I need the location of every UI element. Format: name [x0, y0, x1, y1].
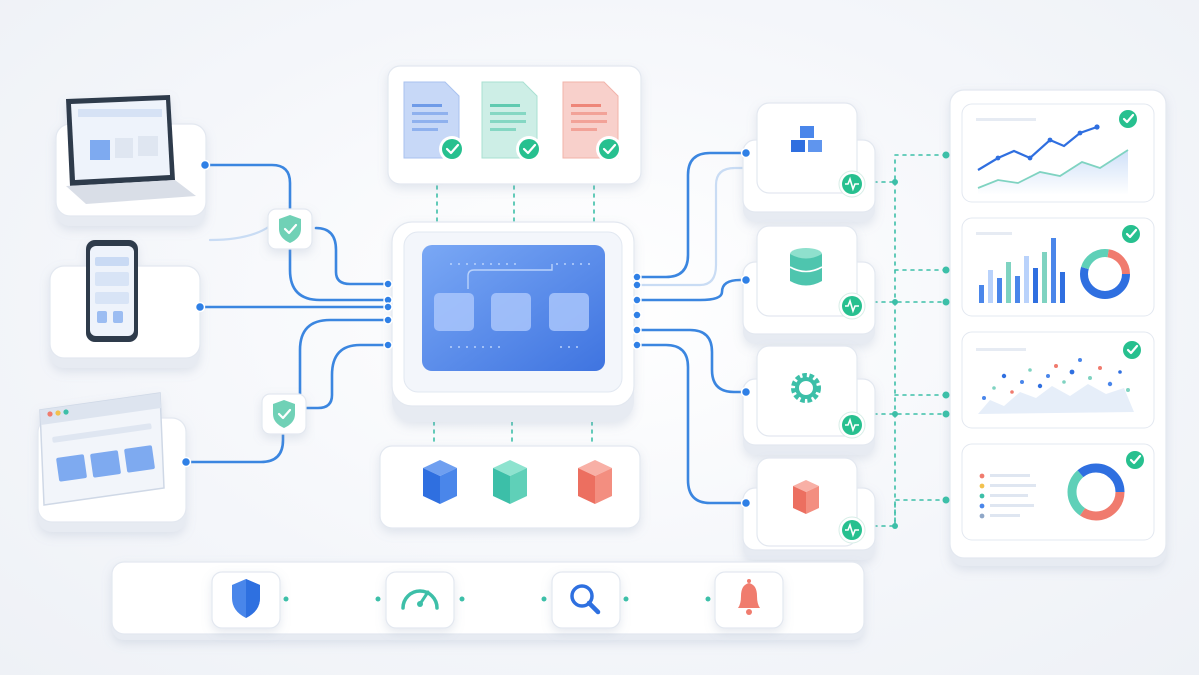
line-chart-icon: [977, 124, 1129, 195]
teal-dots: [892, 151, 950, 529]
browser-window-icon: [39, 392, 165, 506]
dashboard-bar-donut: [961, 217, 1155, 317]
shield-icon: [273, 400, 295, 428]
cube-icon: [578, 460, 612, 504]
smartphone-icon: [86, 240, 138, 342]
client-smartphone: [49, 240, 201, 368]
scatter-chart-icon: [978, 358, 1134, 414]
gateway-bottom: [261, 393, 307, 435]
check-badge: [516, 136, 542, 162]
port: [740, 386, 752, 398]
heartbeat-icon: [838, 170, 866, 198]
dashboard-line-chart: [961, 103, 1155, 203]
monitor-tile-security: [211, 571, 281, 629]
heartbeat-icon: [838, 292, 866, 320]
laptop-icon: [66, 95, 196, 204]
list-donut-chart-icon: [979, 463, 1125, 521]
processing-board-icon: [422, 245, 605, 371]
check-badge: [1119, 222, 1143, 246]
port: [740, 274, 752, 286]
check-badge: [596, 136, 622, 162]
service-blocks: [742, 102, 876, 222]
cube-icon: [493, 460, 527, 504]
cube-icon: [423, 460, 457, 504]
monitoring-bar: [111, 561, 865, 640]
client-laptop: [55, 95, 207, 226]
heartbeat-icon: [838, 516, 866, 544]
monitor-tile-alerts: [714, 571, 784, 629]
client-wires: [184, 163, 390, 464]
dashboard-scatter: [961, 331, 1155, 429]
bar-donut-chart-icon: [979, 238, 1130, 303]
check-badge: [1116, 107, 1140, 131]
check-badge: [1123, 448, 1147, 472]
gateway-top: [267, 208, 313, 250]
blocks-icon: [791, 126, 822, 152]
port: [180, 456, 192, 468]
heartbeat-icon: [838, 411, 866, 439]
hub-ports: [383, 272, 642, 350]
check-badge: [439, 136, 465, 162]
gear-icon: [791, 373, 821, 403]
monitor-tile-performance: [385, 571, 455, 629]
speedometer-icon: [401, 589, 439, 610]
client-browser: [37, 392, 187, 532]
dashboard-list-donut: [961, 443, 1155, 541]
check-badge: [1120, 338, 1144, 362]
bell-icon: [738, 579, 760, 615]
database-icon: [789, 248, 823, 286]
cube-icon: [793, 480, 819, 514]
magnifier-icon: [570, 584, 601, 615]
port: [740, 497, 752, 509]
port: [199, 159, 211, 171]
service-wires: [635, 151, 748, 505]
port: [740, 147, 752, 159]
monitor-tile-search: [551, 571, 621, 629]
shield-icon: [279, 215, 301, 243]
port: [194, 301, 206, 313]
